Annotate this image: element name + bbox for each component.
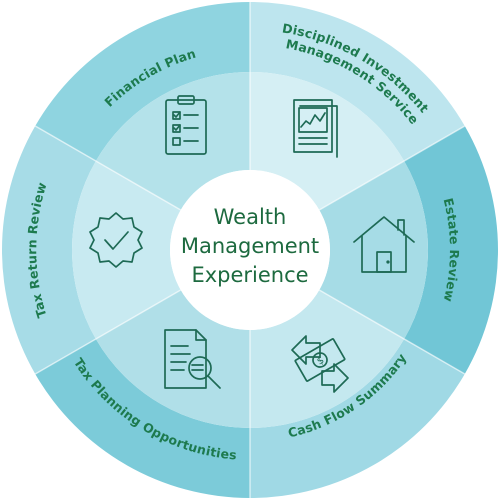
inner-segment-estate-review bbox=[319, 161, 428, 339]
inner-segment-tax-return-review bbox=[72, 161, 181, 339]
house-icon bbox=[353, 216, 415, 273]
outer-segment-estate-review bbox=[404, 126, 498, 374]
segment-label-estate-review: Estate Review bbox=[441, 196, 462, 303]
segment-divider bbox=[318, 125, 466, 211]
center-title-line-1: Wealth bbox=[214, 205, 287, 229]
document-magnifier-icon bbox=[164, 329, 221, 389]
clipboard-checklist-icon bbox=[165, 95, 207, 155]
center-circle bbox=[170, 170, 330, 330]
outer-segment-tax-return-review bbox=[1, 126, 96, 374]
outer-segment-disciplined-investment-management-service bbox=[250, 2, 465, 161]
outer-segment-cash-flow-summary bbox=[250, 339, 465, 498]
cash-flow-icon: $ bbox=[291, 335, 349, 393]
center-title-line-3: Experience bbox=[191, 263, 308, 287]
segment-divider bbox=[318, 289, 466, 375]
segment-divider bbox=[34, 125, 182, 211]
outer-segment-tax-planning-opportunities bbox=[35, 339, 250, 498]
checkmark-badge-icon bbox=[89, 212, 143, 268]
investment-report-icon bbox=[293, 99, 338, 158]
segment-divider bbox=[34, 289, 182, 375]
center-title-line-2: Management bbox=[181, 234, 319, 258]
segment-dividers bbox=[34, 2, 466, 498]
svg-text:$: $ bbox=[315, 355, 326, 368]
inner-segment-tax-planning-opportunities bbox=[95, 290, 251, 428]
inner-ring bbox=[72, 72, 428, 428]
outer-segment-financial-plan bbox=[35, 2, 250, 161]
inner-segment-disciplined-investment-management-service bbox=[250, 72, 405, 210]
